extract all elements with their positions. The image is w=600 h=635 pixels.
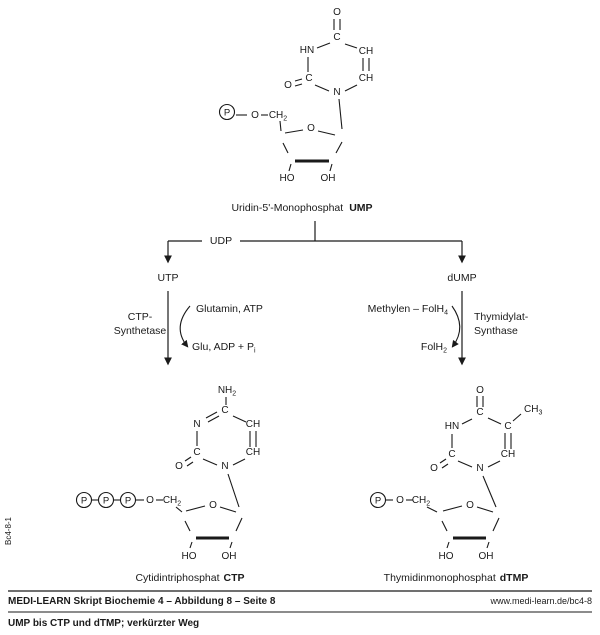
atom-label-o: O	[333, 7, 341, 18]
atom-label-c: C	[333, 32, 340, 43]
udp-label: UDP	[210, 235, 232, 247]
atom-label-c: C	[448, 449, 455, 460]
atom-label-ho: HO	[439, 551, 454, 562]
left-product-label: Glu, ADP + Pi	[192, 341, 256, 355]
ctp-structure: NH2 C N C O N CH CH P P P O CH2 O HO OH …	[75, 385, 260, 584]
atom-label-ch: CH	[501, 449, 515, 460]
ctp-synthetase-label: CTP-	[128, 311, 153, 323]
atom-label-hn: HN	[300, 45, 314, 56]
atom-label-n: N	[476, 463, 483, 474]
atom-label-c: C	[221, 405, 228, 416]
atom-label-ho: HO	[182, 551, 197, 562]
atom-label-o: O	[430, 463, 438, 474]
phosphate-circle	[369, 491, 387, 509]
atom-label-oh: OH	[222, 551, 237, 562]
atom-label-c: C	[193, 447, 200, 458]
left-substrate-label: Glutamin, ATP	[196, 303, 263, 315]
footer: MEDI-LEARN Skript Biochemie 4 – Abbildun…	[8, 590, 592, 629]
right-product-label: FolH2	[421, 341, 447, 355]
atom-label-ho: HO	[280, 173, 295, 184]
ribose-o-label: O	[209, 500, 217, 511]
ribose-o-label: O	[307, 123, 315, 134]
atom-label-ch3: CH3	[524, 404, 542, 417]
phosphate-p-label: P	[81, 496, 87, 507]
atom-label-o: O	[396, 495, 404, 506]
atom-label-oh: OH	[321, 173, 336, 184]
atom-label-c: C	[305, 73, 312, 84]
udp-label-mask	[202, 233, 240, 248]
reaction-arrows: UDP UTP dUMP CTP- Synthetase Glutamin, A…	[114, 221, 529, 366]
phosphate-p-label: P	[224, 108, 230, 119]
utp-label: UTP	[158, 272, 179, 284]
atom-label-oh: OH	[479, 551, 494, 562]
ctp-bonds	[91, 397, 257, 549]
dump-label: dUMP	[447, 272, 476, 284]
dtmp-structure: O C HN C O N CH C CH3 P O CH2 O HO OH Th…	[369, 385, 542, 584]
figure-code: Bc4-8-1	[4, 516, 13, 545]
right-substrate-label: Methylen – FolH4	[368, 303, 448, 317]
atom-label-ch2: CH2	[412, 495, 430, 508]
atom-label-o: O	[146, 495, 154, 506]
atom-label-ch: CH	[246, 419, 260, 430]
atom-label-hn: HN	[445, 421, 459, 432]
footer-url[interactable]: www.medi-learn.de/bc4-8	[489, 596, 592, 606]
footer-caption: UMP bis CTP und dTMP; verkürzter Weg	[8, 618, 199, 629]
atom-label-n: N	[221, 461, 228, 472]
atom-label-o: O	[284, 80, 292, 91]
phosphate-p-label: P	[125, 496, 131, 507]
phosphate-p-label: P	[103, 496, 109, 507]
atom-label-c: C	[476, 407, 483, 418]
atom-label-ch: CH	[359, 46, 373, 57]
phosphate-circle	[97, 491, 115, 509]
thymidylat-synthase-label: Synthase	[474, 325, 518, 337]
dtmp-bonds	[385, 396, 522, 549]
atom-label-ch: CH	[359, 73, 373, 84]
phosphate-circle	[75, 491, 93, 509]
atom-label-n: N	[193, 419, 200, 430]
ctp-synthetase-label: Synthetase	[114, 325, 167, 337]
atom-label-ch2: CH2	[269, 110, 287, 123]
phosphate-p-label: P	[375, 496, 381, 507]
footer-source: MEDI-LEARN Skript Biochemie 4 – Abbildun…	[8, 596, 276, 607]
right-cosubstrate-arc	[451, 305, 461, 348]
phosphate-circle	[218, 103, 236, 121]
ump-structure: O C HN C O N CH CH P O CH2 O HO OH Uridi…	[218, 7, 373, 214]
atom-label-o: O	[476, 385, 484, 396]
left-cosubstrate-arc	[179, 305, 191, 348]
thymidylat-synthase-label: Thymidylat-	[474, 311, 529, 323]
atom-label-ch: CH	[246, 447, 260, 458]
ump-bonds	[236, 19, 370, 172]
phosphate-circle	[119, 491, 137, 509]
atom-label-nh2: NH2	[218, 385, 236, 398]
ribose-o-label: O	[466, 500, 474, 511]
atom-label-o: O	[251, 110, 259, 121]
atom-label-n: N	[333, 87, 340, 98]
atom-label-ch2: CH2	[163, 495, 181, 508]
atom-label-o: O	[175, 461, 183, 472]
atom-label-c: C	[504, 421, 511, 432]
